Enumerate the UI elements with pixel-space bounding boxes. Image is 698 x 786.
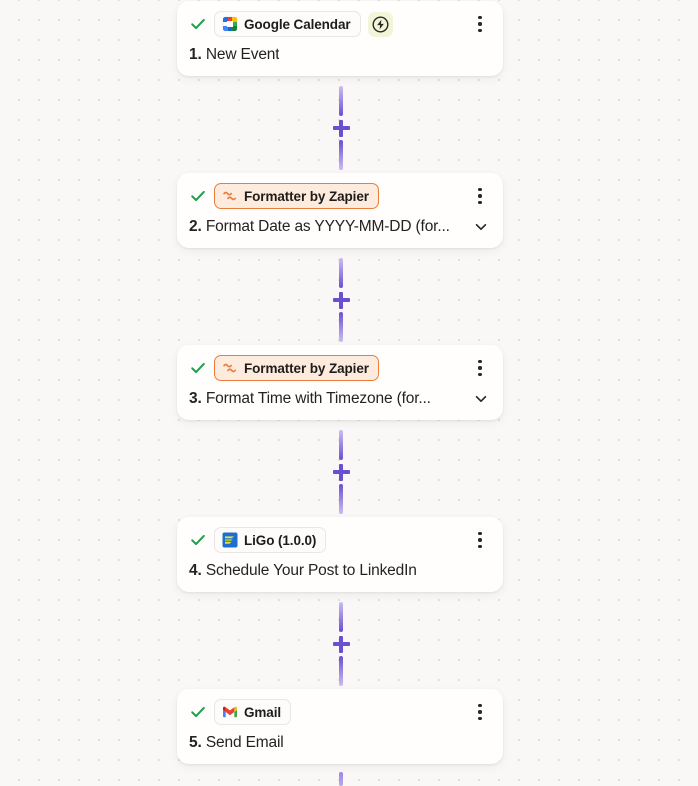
step-title: 3. Format Time with Timezone (for... (189, 390, 431, 408)
step-menu-button[interactable] (471, 186, 489, 206)
gmail-icon (223, 706, 237, 718)
step-number: 2. (189, 218, 202, 235)
step-header: Gmail (189, 699, 491, 725)
step-number: 1. (189, 46, 202, 63)
check-icon (191, 362, 205, 374)
ligo-icon (222, 532, 238, 548)
chevron-down-icon[interactable] (473, 391, 489, 407)
connector-5 (339, 772, 343, 786)
step-title-row: 4. Schedule Your Post to LinkedIn (189, 562, 491, 580)
step-title-row: 5. Send Email (189, 734, 491, 752)
app-chip[interactable]: Gmail (214, 699, 292, 725)
add-step-button-1[interactable] (327, 114, 355, 142)
step-number: 5. (189, 734, 202, 751)
connector-3 (339, 430, 343, 514)
step-title: 2. Format Date as YYYY-MM-DD (for... (189, 218, 450, 236)
app-chip[interactable]: Google Calendar (214, 11, 361, 37)
step-title-row: 2. Format Date as YYYY-MM-DD (for... (189, 218, 491, 236)
step-header: Formatter by Zapier (189, 183, 491, 209)
app-name-label: Gmail (244, 704, 282, 720)
workflow-step-card[interactable]: Google Calendar 1. New Event (177, 1, 503, 76)
check-icon (191, 534, 205, 546)
check-icon (191, 18, 205, 30)
app-chip[interactable]: Formatter by Zapier (214, 355, 379, 381)
workflow-step-card[interactable]: Formatter by Zapier 3. Format Time with … (177, 345, 503, 420)
app-name-label: Formatter by Zapier (244, 188, 369, 204)
step-menu-button[interactable] (471, 530, 489, 550)
connector-1 (339, 86, 343, 170)
connector-4 (339, 602, 343, 686)
app-chip[interactable]: Formatter by Zapier (214, 183, 379, 209)
step-menu-button[interactable] (471, 702, 489, 722)
step-number: 3. (189, 390, 202, 407)
add-step-button-3[interactable] (327, 458, 355, 486)
step-header: Formatter by Zapier (189, 355, 491, 381)
step-title: 4. Schedule Your Post to LinkedIn (189, 562, 417, 580)
step-title-text: Format Date as YYYY-MM-DD (for... (205, 218, 450, 235)
add-step-button-4[interactable] (327, 630, 355, 658)
chevron-down-icon[interactable] (473, 219, 489, 235)
step-title: 5. Send Email (189, 734, 284, 752)
step-title-row: 3. Format Time with Timezone (for... (189, 390, 491, 408)
workflow-step-card[interactable]: Formatter by Zapier 2. Format Date as YY… (177, 173, 503, 248)
app-name-label: Formatter by Zapier (244, 360, 369, 376)
step-title-text: Schedule Your Post to LinkedIn (205, 562, 417, 579)
step-title-text: New Event (205, 46, 280, 63)
google-calendar-icon (222, 16, 238, 32)
add-step-button-2[interactable] (327, 286, 355, 314)
workflow-step-card[interactable]: Gmail 5. Send Email (177, 689, 503, 764)
formatter-icon (223, 191, 237, 201)
workflow-step-card[interactable]: LiGo (1.0.0) 4. Schedule Your Post to Li… (177, 517, 503, 592)
instant-trigger-bolt-icon (367, 11, 393, 37)
step-title-text: Format Time with Timezone (for... (205, 390, 431, 407)
step-number: 4. (189, 562, 202, 579)
step-menu-button[interactable] (471, 358, 489, 378)
connector-2 (339, 258, 343, 342)
app-name-label: LiGo (1.0.0) (244, 532, 317, 548)
step-header: LiGo (1.0.0) (189, 527, 491, 553)
step-title-row: 1. New Event (189, 46, 491, 64)
check-icon (191, 190, 205, 202)
step-menu-button[interactable] (471, 14, 489, 34)
app-name-label: Google Calendar (244, 16, 351, 32)
app-chip[interactable]: LiGo (1.0.0) (214, 527, 327, 553)
step-header: Google Calendar (189, 11, 491, 37)
step-title-text: Send Email (205, 734, 284, 751)
step-title: 1. New Event (189, 46, 279, 64)
formatter-icon (223, 363, 237, 373)
check-icon (191, 706, 205, 718)
